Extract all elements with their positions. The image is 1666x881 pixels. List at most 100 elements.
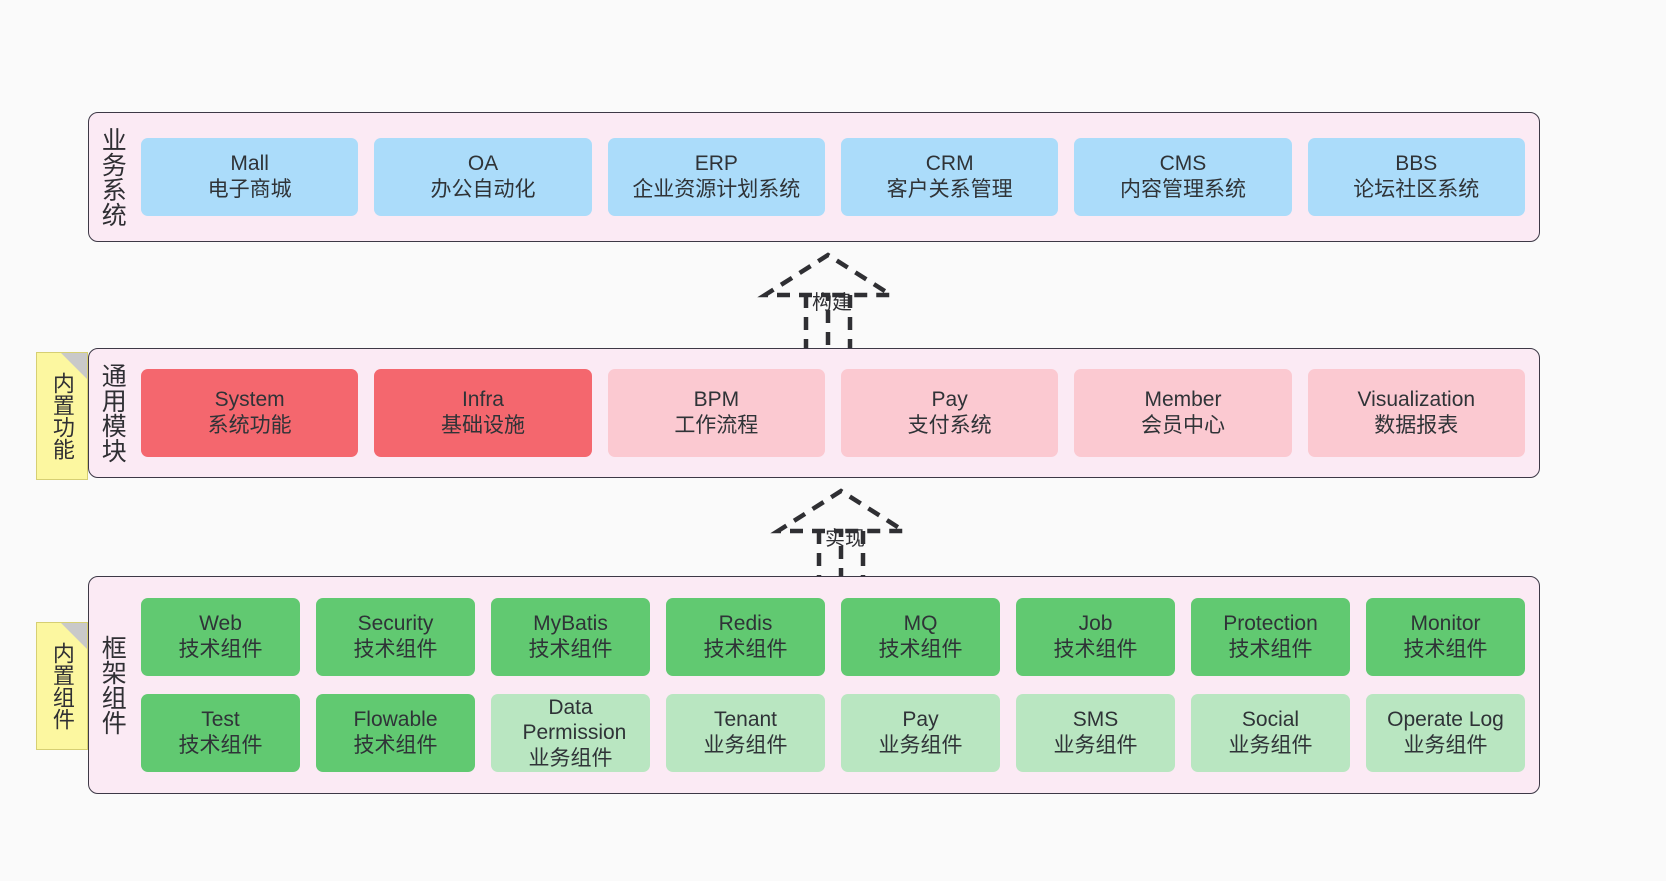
layer-business-title: 业务系统: [98, 127, 127, 227]
card-sms-name: SMS: [1072, 708, 1119, 732]
card-operate-log-desc: 业务组件: [1403, 734, 1488, 757]
card-mybatis[interactable]: MyBatis 技术组件: [491, 598, 650, 676]
card-oa-desc: 办公自动化: [430, 178, 536, 201]
card-oa-name: OA: [467, 152, 499, 176]
card-tenant[interactable]: Tenant 业务组件: [666, 694, 825, 772]
card-pay-module[interactable]: Pay 支付系统: [840, 369, 1059, 457]
card-visualization-name: Visualization: [1357, 388, 1476, 412]
card-crm[interactable]: CRM 客户关系管理: [840, 138, 1059, 216]
connector-implement-label: 实现: [825, 528, 865, 550]
card-infra[interactable]: Infra 基础设施: [374, 369, 592, 457]
card-bpm-name: BPM: [693, 388, 740, 412]
card-monitor-name: Monitor: [1410, 612, 1481, 636]
card-mall-desc: 电子商城: [207, 178, 292, 201]
card-protection[interactable]: Protection 技术组件: [1191, 598, 1350, 676]
card-bpm[interactable]: BPM 工作流程: [607, 369, 825, 457]
card-redis-desc: 技术组件: [703, 638, 788, 661]
note-builtin-functions: 内置功能: [36, 352, 88, 480]
note-builtin-components-label: 内置组件: [49, 642, 75, 730]
card-job-name: Job: [1078, 612, 1113, 636]
card-bpm-desc: 工作流程: [674, 414, 759, 437]
card-system-desc: 系统功能: [207, 414, 292, 437]
card-pay-module-name: Pay: [931, 388, 968, 412]
connector-build-label: 构建: [812, 292, 852, 314]
card-flowable-desc: 技术组件: [353, 734, 438, 757]
layer-framework-title: 框架组件: [98, 635, 127, 735]
card-test[interactable]: Test 技术组件: [141, 694, 300, 772]
card-oa[interactable]: OA 办公自动化: [374, 138, 592, 216]
layer-modules-body: System 系统功能 Infra 基础设施 BPM 工作流程 Pay 支付系统…: [135, 349, 1539, 477]
card-job[interactable]: Job 技术组件: [1016, 598, 1175, 676]
card-web-name: Web: [199, 612, 242, 636]
card-data-permission-name: Data Permission: [522, 695, 627, 745]
card-pay-component-name: Pay: [902, 708, 939, 732]
layer-framework-body: Web 技术组件 Security 技术组件 MyBatis 技术组件 Redi…: [135, 577, 1539, 793]
card-operate-log[interactable]: Operate Log 业务组件: [1366, 694, 1525, 772]
card-job-desc: 技术组件: [1053, 638, 1138, 661]
card-social[interactable]: Social 业务组件: [1191, 694, 1350, 772]
card-member-name: Member: [1144, 388, 1222, 412]
card-bbs-name: BBS: [1395, 152, 1438, 176]
card-social-desc: 业务组件: [1228, 734, 1313, 757]
card-data-permission-desc: 业务组件: [528, 746, 613, 770]
card-pay-component[interactable]: Pay 业务组件: [841, 694, 1000, 772]
layer-modules-row-1: System 系统功能 Infra 基础设施 BPM 工作流程 Pay 支付系统…: [141, 369, 1525, 457]
card-flowable-name: Flowable: [353, 708, 438, 732]
card-mq[interactable]: MQ 技术组件: [841, 598, 1000, 676]
card-sms[interactable]: SMS 业务组件: [1016, 694, 1175, 772]
card-infra-name: Infra: [461, 388, 504, 412]
card-security-name: Security: [357, 612, 434, 636]
card-mq-desc: 技术组件: [878, 638, 963, 661]
card-flowable[interactable]: Flowable 技术组件: [316, 694, 475, 772]
card-system[interactable]: System 系统功能: [141, 369, 359, 457]
card-test-name: Test: [201, 708, 240, 732]
card-redis[interactable]: Redis 技术组件: [666, 598, 825, 676]
card-erp-name: ERP: [694, 152, 738, 176]
layer-business-systems: 业务系统 Mall 电子商城 OA 办公自动化 ERP 企业资源计划系统 CRM: [88, 112, 1540, 242]
card-mybatis-desc: 技术组件: [528, 638, 613, 661]
card-member-desc: 会员中心: [1140, 414, 1225, 437]
layer-modules-title: 通用模块: [98, 363, 127, 463]
card-web[interactable]: Web 技术组件: [141, 598, 300, 676]
card-bbs-desc: 论坛社区系统: [1353, 178, 1480, 201]
card-mq-name: MQ: [903, 612, 938, 636]
card-tenant-desc: 业务组件: [703, 734, 788, 757]
card-monitor-desc: 技术组件: [1403, 638, 1488, 661]
card-data-permission[interactable]: Data Permission 业务组件: [491, 694, 650, 772]
card-infra-desc: 基础设施: [440, 414, 525, 437]
note-fold-corner-icon: [61, 353, 87, 379]
card-visualization[interactable]: Visualization 数据报表: [1307, 369, 1525, 457]
card-bbs[interactable]: BBS 论坛社区系统: [1307, 138, 1525, 216]
connector-implement: 实现: [758, 486, 948, 586]
card-cms[interactable]: CMS 内容管理系统: [1074, 138, 1292, 216]
layer-framework-row-1: Web 技术组件 Security 技术组件 MyBatis 技术组件 Redi…: [141, 598, 1525, 676]
layer-framework-components: 框架组件 Web 技术组件 Security 技术组件 MyBatis 技术组件…: [88, 576, 1540, 794]
card-security-desc: 技术组件: [353, 638, 438, 661]
note-fold-corner-icon: [61, 623, 87, 649]
connector-build: 构建: [745, 250, 935, 350]
card-cms-name: CMS: [1159, 152, 1207, 176]
card-member[interactable]: Member 会员中心: [1074, 369, 1292, 457]
layer-business-body: Mall 电子商城 OA 办公自动化 ERP 企业资源计划系统 CRM 客户关系…: [135, 113, 1539, 241]
card-pay-component-desc: 业务组件: [878, 734, 963, 757]
card-mall-name: Mall: [230, 152, 269, 176]
card-redis-name: Redis: [718, 612, 773, 636]
card-protection-desc: 技术组件: [1228, 638, 1313, 661]
card-sms-desc: 业务组件: [1053, 734, 1138, 757]
card-mall[interactable]: Mall 电子商城: [141, 138, 359, 216]
card-crm-name: CRM: [925, 152, 974, 176]
card-mybatis-name: MyBatis: [533, 612, 608, 636]
card-system-name: System: [214, 388, 285, 412]
card-protection-name: Protection: [1223, 612, 1318, 636]
layer-framework-row-2: Test 技术组件 Flowable 技术组件 Data Permission …: [141, 694, 1525, 772]
card-visualization-desc: 数据报表: [1374, 414, 1459, 437]
layer-common-modules: 通用模块 System 系统功能 Infra 基础设施 BPM 工作流程 Pay: [88, 348, 1540, 478]
card-crm-desc: 客户关系管理: [886, 178, 1013, 201]
card-monitor[interactable]: Monitor 技术组件: [1366, 598, 1525, 676]
card-social-name: Social: [1241, 708, 1300, 732]
card-erp[interactable]: ERP 企业资源计划系统: [607, 138, 825, 216]
note-builtin-components: 内置组件: [36, 622, 88, 750]
card-operate-log-name: Operate Log: [1387, 708, 1504, 732]
card-security[interactable]: Security 技术组件: [316, 598, 475, 676]
card-cms-desc: 内容管理系统: [1119, 178, 1246, 201]
